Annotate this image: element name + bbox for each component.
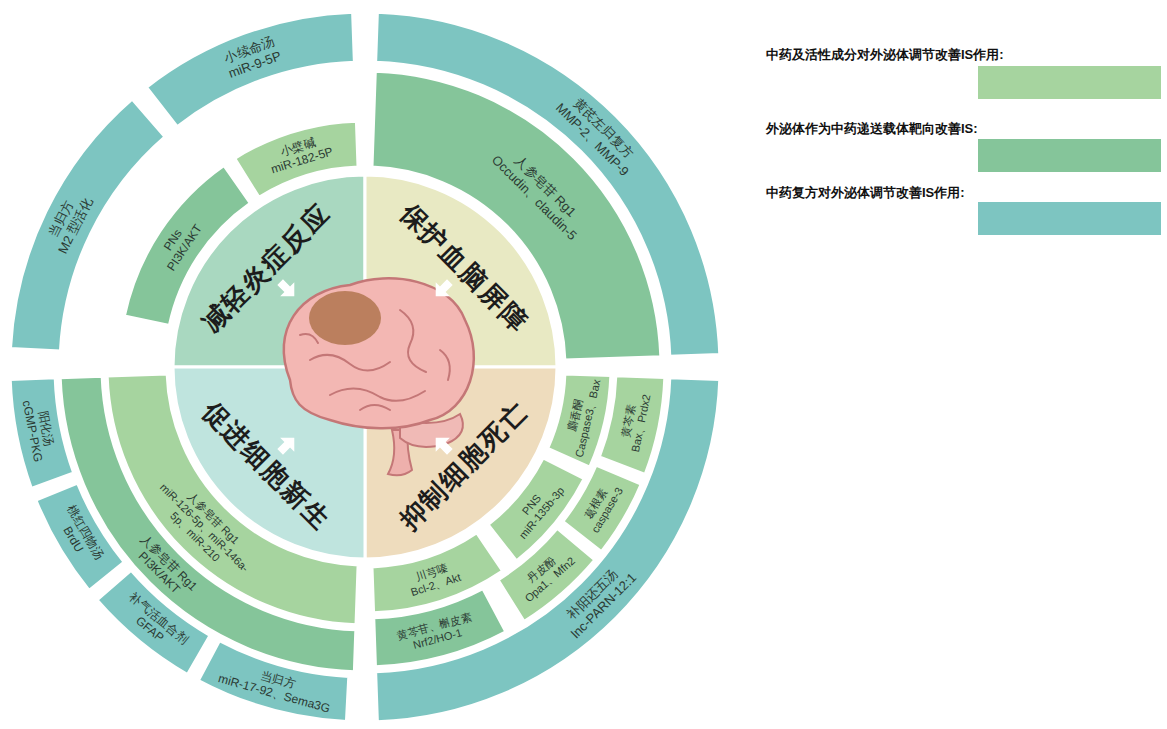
text-group: 黄芪左归复方MMP-2、MMP-9 [534,70,662,198]
segment-fill [146,12,354,126]
segment-fill [124,165,250,325]
segment-fill [235,121,358,197]
legend-text: 中药复方对外泌体调节改善IS作用: [766,184,965,202]
inward-arrow [277,279,294,296]
brain-part [300,310,450,410]
segment-fill [10,99,164,351]
inward-arrow [436,279,453,296]
segment-fill [198,641,348,722]
ring-segment: 桃红四物汤BrdU [33,481,126,593]
segment-fill [60,376,356,672]
segment-fill [36,483,124,590]
ring-segment: 小续命汤miR-9-5P [144,10,356,129]
legend-text: 中药及活性成分对外泌体调节改善IS作用: [766,46,1004,64]
segment-fill [376,378,720,722]
inward-arrow [436,438,453,455]
ring-segment: 小檗碱miR-182-5P [232,119,360,200]
ring-segment: 阳化汤cGMP-PKG [8,375,76,490]
ring-segment: 当归方miR-17-92、Sema3G [196,638,351,723]
brain-part [309,291,381,345]
inward-arrow [277,438,294,455]
segment-fill [10,378,73,489]
legend-swatch [978,66,1161,99]
legend-swatch [978,202,1161,235]
ring-segment: 当归方M2 型活化 [8,97,167,353]
legend-swatch [978,139,1161,172]
segment-shape [8,97,167,353]
segment-fill [97,570,210,674]
legend-text: 外泌体作为中药递送载体靶向改善IS: [766,120,978,138]
brain-part [284,278,474,428]
